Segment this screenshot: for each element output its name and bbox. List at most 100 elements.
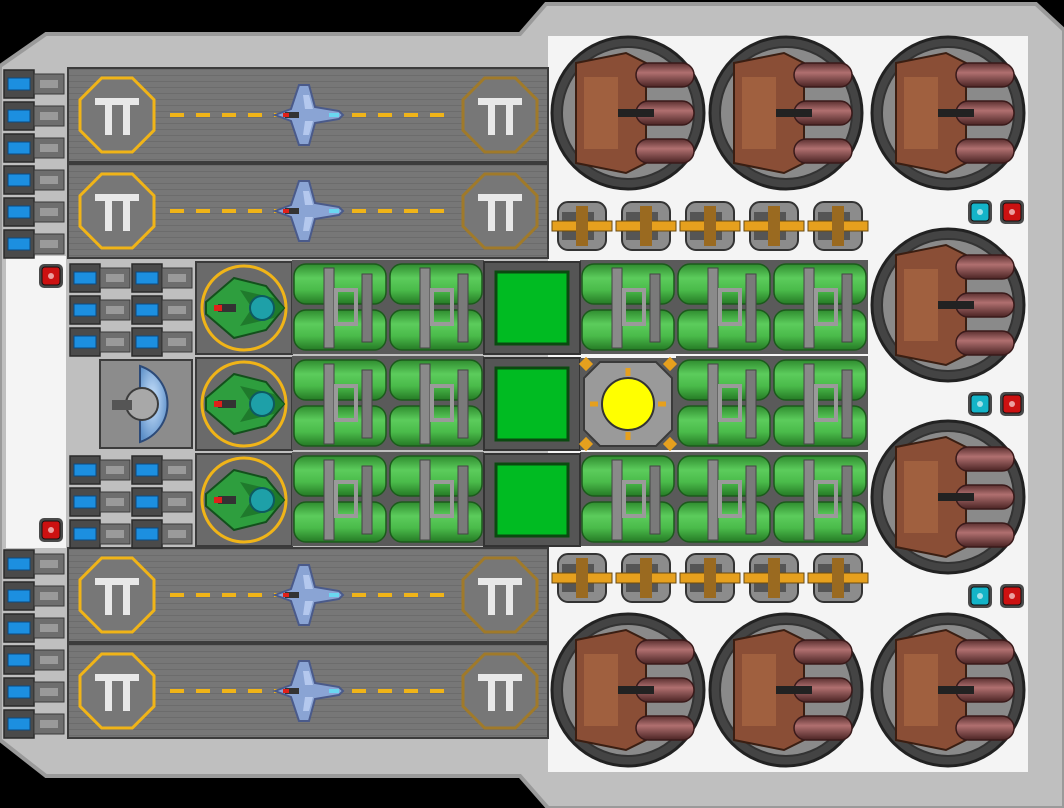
hangar-lane-4[interactable] (67, 643, 549, 739)
fighter-ship-icon[interactable] (272, 84, 345, 146)
battery-cell[interactable] (69, 295, 131, 325)
launch-pad-icon[interactable] (78, 172, 156, 250)
battery-cell[interactable] (3, 549, 65, 579)
green-fighter-icon[interactable] (205, 372, 286, 436)
landing-pad-icon[interactable] (461, 556, 539, 634)
battery-cell[interactable] (3, 613, 65, 643)
shield-generator-icon[interactable] (99, 359, 193, 449)
launch-pad-icon[interactable] (78, 652, 156, 730)
fuel-tank-cell[interactable] (772, 356, 868, 450)
battery-cell[interactable] (131, 487, 193, 517)
autocannon-icon[interactable] (551, 201, 613, 251)
battery-cell[interactable] (3, 229, 65, 259)
battery-cell[interactable] (131, 455, 193, 485)
hangar-lane-1[interactable] (67, 67, 549, 163)
launch-pad-icon[interactable] (78, 556, 156, 634)
cyan-indicator-light[interactable] (968, 392, 992, 416)
battery-cell[interactable] (69, 263, 131, 293)
reactor-core-icon[interactable] (578, 356, 678, 452)
battery-cell[interactable] (3, 709, 65, 739)
triple-barrel-turret-icon[interactable] (870, 612, 1026, 768)
autocannon-icon[interactable] (743, 201, 805, 251)
battery-cell[interactable] (3, 165, 65, 195)
green-panel-1[interactable] (483, 261, 581, 355)
battery-cell[interactable] (69, 487, 131, 517)
battery-cell[interactable] (69, 455, 131, 485)
battery-cell[interactable] (131, 295, 193, 325)
fighter-ship-icon[interactable] (272, 564, 345, 626)
red-indicator-light[interactable] (39, 518, 63, 542)
triple-barrel-turret-icon[interactable] (708, 35, 864, 191)
battery-cell[interactable] (69, 519, 131, 549)
fuel-tank-cell[interactable] (676, 356, 772, 450)
autocannon-icon[interactable] (679, 553, 741, 603)
fuel-tank-cell[interactable] (580, 452, 676, 546)
fuel-tank-cell[interactable] (388, 452, 484, 546)
red-indicator-light[interactable] (39, 264, 63, 288)
triple-barrel-turret-icon[interactable] (550, 612, 706, 768)
battery-cell[interactable] (3, 101, 65, 131)
autocannon-icon[interactable] (615, 201, 677, 251)
tank-pipe (707, 267, 719, 349)
fuel-tank-cell[interactable] (676, 452, 772, 546)
launch-pad-icon[interactable] (78, 76, 156, 154)
autocannon-icon[interactable] (743, 553, 805, 603)
battery-cell[interactable] (3, 645, 65, 675)
autocannon-icon[interactable] (807, 201, 869, 251)
tank-pipe (419, 459, 431, 541)
hangar-lane-3[interactable] (67, 547, 549, 643)
battery-cell[interactable] (131, 519, 193, 549)
autocannon-icon[interactable] (679, 201, 741, 251)
fuel-tank-cell[interactable] (292, 260, 388, 354)
autocannon-icon[interactable] (615, 553, 677, 603)
tank-pipe (457, 273, 469, 343)
landing-pad-icon[interactable] (461, 76, 539, 154)
battery-cell[interactable] (131, 327, 193, 357)
battery-cell[interactable] (3, 133, 65, 163)
triple-barrel-turret-icon[interactable] (870, 419, 1026, 575)
fighter-bay-1[interactable] (195, 261, 293, 355)
battery-cell[interactable] (3, 69, 65, 99)
battery-cell[interactable] (69, 327, 131, 357)
landing-pad-icon[interactable] (461, 172, 539, 250)
hangar-lane-2[interactable] (67, 163, 549, 259)
fighter-ship-icon[interactable] (272, 180, 345, 242)
fighter-ship-icon[interactable] (272, 660, 345, 722)
triple-barrel-turret-icon[interactable] (870, 227, 1026, 383)
battery-cell[interactable] (3, 677, 65, 707)
fighter-bay-2[interactable] (195, 357, 293, 451)
battery-cell[interactable] (3, 197, 65, 227)
fuel-tank-cell[interactable] (772, 260, 868, 354)
red-indicator-light[interactable] (1000, 392, 1024, 416)
fuel-tank-cell[interactable] (676, 260, 772, 354)
battery-connector-slot (40, 592, 58, 600)
red-indicator-light[interactable] (1000, 200, 1024, 224)
fuel-tank-cell[interactable] (388, 356, 484, 450)
fuel-tank-cell[interactable] (292, 452, 388, 546)
battery-cell[interactable] (131, 263, 193, 293)
red-indicator-light[interactable] (1000, 584, 1024, 608)
cyan-indicator-light[interactable] (968, 200, 992, 224)
autocannon-icon[interactable] (807, 553, 869, 603)
cyan-indicator-light[interactable] (968, 584, 992, 608)
autocannon-icon[interactable] (551, 553, 613, 603)
landing-pad-icon[interactable] (461, 652, 539, 730)
pad-mark-leg (123, 201, 130, 231)
fuel-tank-cell[interactable] (292, 356, 388, 450)
triple-barrel-turret-icon[interactable] (870, 35, 1026, 191)
turret-barrel (793, 715, 853, 741)
autocannon-mount (640, 206, 652, 246)
fuel-tank-cell[interactable] (388, 260, 484, 354)
green-panel-2[interactable] (483, 357, 581, 451)
green-panel-3[interactable] (483, 453, 581, 547)
fuel-tank-cell[interactable] (580, 260, 676, 354)
triple-barrel-turret-icon[interactable] (550, 35, 706, 191)
fighter-bay-3[interactable] (195, 453, 293, 547)
green-fighter-icon[interactable] (205, 468, 286, 532)
fuel-tank-cell[interactable] (772, 452, 868, 546)
triple-barrel-turret-icon[interactable] (708, 612, 864, 768)
green-fighter-icon[interactable] (205, 276, 286, 340)
pad-mark-bar (95, 578, 139, 585)
battery-cell[interactable] (3, 581, 65, 611)
pad-mark-leg (123, 105, 130, 135)
